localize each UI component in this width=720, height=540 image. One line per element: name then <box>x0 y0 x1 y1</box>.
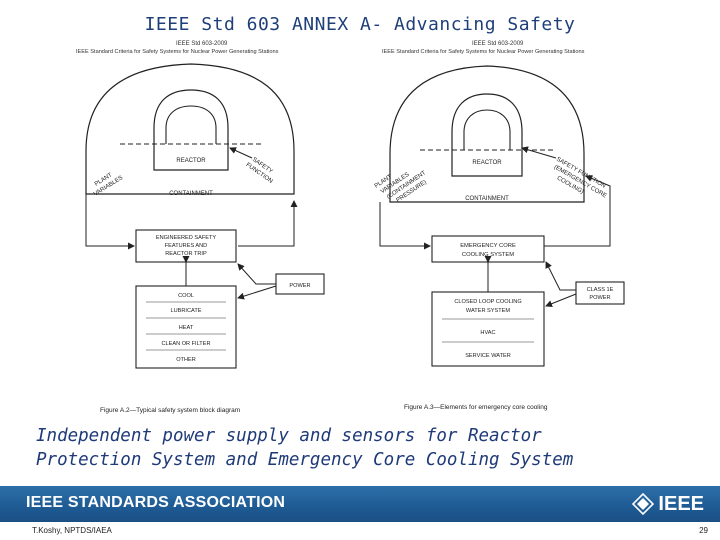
label-clc-2: WATER SYSTEM <box>466 308 510 314</box>
label-hvac: HVAC <box>480 330 495 336</box>
figure-emergency-core-cooling: IEEE Std 603-2009 IEEE Standard Criteria… <box>374 41 625 411</box>
support-functions-box <box>135 285 237 369</box>
author-credit: T.Koshy, NPTDS/IAEA <box>32 526 112 535</box>
signal-plant-variables <box>85 194 135 250</box>
label-reactor-right: REACTOR <box>472 160 502 166</box>
caption-line-2: Protection System and Emergency Core Coo… <box>36 450 574 470</box>
figure-safety-system-block-diagram: IEEE Std 603-2009 IEEE Standard Criteria… <box>76 41 325 414</box>
label-class-2: POWER <box>589 295 610 301</box>
label-containment-right: CONTAINMENT <box>465 196 509 202</box>
label-lubricate: LUBRICATE <box>171 308 202 314</box>
containment-outline-right <box>389 65 585 203</box>
ieee-logo: IEEE <box>632 491 704 517</box>
label-esf-2: FEATURES AND <box>165 243 207 249</box>
label-eccs-1: EMERGENCY CORE <box>460 243 516 249</box>
reactor-vessel <box>153 89 229 171</box>
label-heat: HEAT <box>179 325 194 331</box>
footer-bar: IEEE STANDARDS ASSOCIATION IEEE <box>0 486 720 522</box>
label-containment-left: CONTAINMENT <box>169 191 213 197</box>
std-number-right: IEEE Std 603-2009 <box>472 41 524 47</box>
label-esf-3: REACTOR TRIP <box>165 251 207 257</box>
std-title-left: IEEE Standard Criteria for Safety System… <box>76 49 279 55</box>
slide-title: IEEE Std 603 ANNEX A- Advancing Safety <box>144 14 576 35</box>
containment-outline <box>85 63 295 195</box>
class-1e-power-box <box>575 281 625 305</box>
ieee-diamond-icon <box>632 493 655 515</box>
std-number-left: IEEE Std 603-2009 <box>176 41 228 47</box>
label-other: OTHER <box>176 357 196 363</box>
figure-caption-right: Figure A.3—Elements for emergency core c… <box>404 404 548 411</box>
signal-safety-function <box>238 200 298 247</box>
label-reactor-left: REACTOR <box>176 158 206 164</box>
caption-line-1: Independent power supply and sensors for… <box>36 426 542 446</box>
footer-organization: IEEE STANDARDS ASSOCIATION <box>26 494 286 511</box>
label-clean: CLEAN OR FILTER <box>161 341 210 347</box>
label-power: POWER <box>289 283 310 289</box>
eccs-box <box>431 235 545 263</box>
std-title-right: IEEE Standard Criteria for Safety System… <box>382 49 585 55</box>
label-esf-1: ENGINEERED SAFETY <box>156 235 217 241</box>
label-cool: COOL <box>178 293 194 299</box>
figure-caption-left: Figure A.2—Typical safety system block d… <box>100 407 240 414</box>
label-eccs-2: COOLING SYSTEM <box>462 252 514 258</box>
label-service-water: SERVICE WATER <box>465 353 511 359</box>
ieee-logo-text: IEEE <box>658 492 704 515</box>
reactor-vessel-right <box>451 93 523 177</box>
label-clc-1: CLOSED LOOP COOLING <box>454 299 521 305</box>
page-number: 29 <box>699 526 708 535</box>
label-class-1: CLASS 1E <box>587 287 614 293</box>
support-systems-box <box>431 291 545 367</box>
slide-caption: Independent power supply and sensors for… <box>36 424 696 472</box>
